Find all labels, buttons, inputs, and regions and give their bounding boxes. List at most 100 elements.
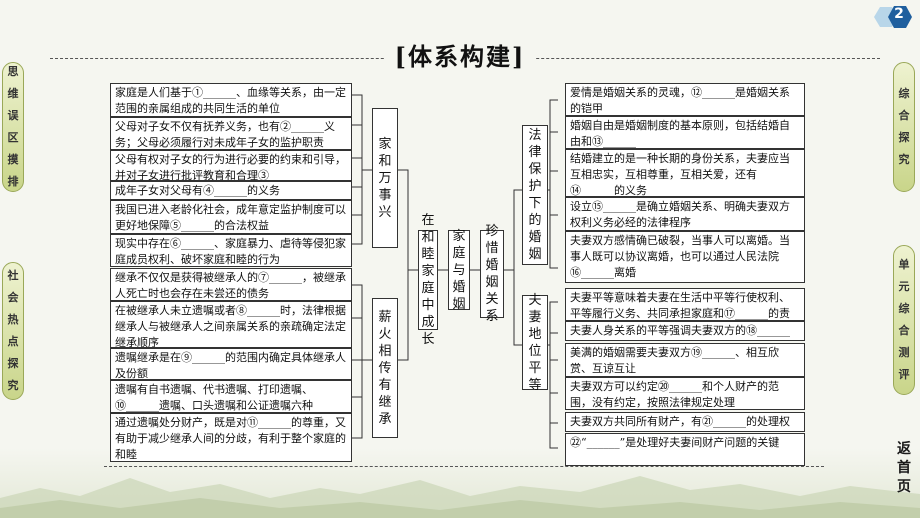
vertical-char: 综 (898, 302, 910, 315)
vertical-char: 婚 (452, 279, 466, 295)
right-box-19: 美满的婚姻需要夫妻双方⑲______、相互欣赏、互谅互让 (565, 343, 805, 377)
vertical-char: 法 (528, 128, 542, 143)
vertical-char: 继 (378, 394, 392, 410)
vertical-char: 测 (898, 346, 910, 359)
vertical-char: 关 (485, 292, 499, 307)
left-box-11: 通过遗嘱处分财产，既是对⑪______的尊重，又有助于减少继承人间的分歧，有利于… (110, 413, 352, 462)
vertical-char: 相 (378, 343, 392, 359)
vertical-char: 家 (378, 136, 392, 152)
vertical-char: 承 (378, 411, 392, 427)
left-box-1: 家庭是人们基于①______、血缘等关系，由一定范围的亲属组成的共同生活的单位 (110, 83, 352, 117)
vertical-char: 排 (7, 175, 19, 188)
vertical-char: 庭 (421, 281, 435, 296)
vertical-char: 平 (528, 360, 542, 376)
vertical-char: 地 (528, 326, 542, 342)
right-box-12: 爱情是婚姻关系的灵魂，⑫______是婚姻关系的铠甲 (565, 83, 805, 116)
vertical-char: 有 (378, 377, 392, 393)
page-badge: 2 (866, 4, 914, 30)
vertical-char: 探 (7, 357, 19, 370)
right-box-16: 夫妻双方感情确已破裂，当事人可以离婚。当事人既可以协议离婚，也可以通过人民法院⑯… (565, 231, 805, 283)
vertical-char: 薪 (378, 309, 392, 325)
vertical-char: 元 (898, 280, 910, 293)
bottom-divider (104, 466, 824, 467)
vertical-char: 区 (7, 131, 19, 144)
vertical-char: 摸 (7, 153, 19, 166)
vertical-char: 护 (528, 179, 542, 194)
left-box-3: 父母有权对子女的行为进行必要的约束和引导，并对子女进行批评教育和合理③_____… (110, 150, 352, 181)
family-marriage-label: 家庭与婚姻 (448, 228, 470, 312)
main-topic-label: 在和睦家庭中成长 (418, 213, 438, 347)
vertical-char: 探 (898, 131, 910, 144)
vertical-char: 位 (528, 343, 542, 359)
right-box-18: 夫妻人身关系的平等强调夫妻双方的⑱______独立 (565, 321, 805, 341)
vertical-char: 合 (898, 324, 910, 337)
right-box-20: 夫妻双方可以约定⑳______和个人财产的范围，没有约定，按照法律规定处理 (565, 377, 805, 410)
vertical-char: 中 (421, 298, 435, 313)
right-box-17: 夫妻平等意味着夫妻在生活中平等行使权利、平等履行义务、共同承担家庭和⑰_____… (565, 288, 805, 321)
left-box-4: 成年子女对父母有④______的义务 (110, 181, 352, 200)
left-box-2: 父母对子女不仅有抚养义务，也有②______义务；父母必须履行对未成年子女的监护… (110, 117, 352, 150)
vertical-char: 家 (421, 264, 435, 279)
left-box-10: 遗嘱有自书遗嘱、代书遗嘱、打印遗嘱、⑩______遗嘱、口头遗嘱和公证遗嘱六种 (110, 380, 352, 413)
vertical-char: 万 (378, 170, 392, 186)
vertical-char: 庭 (452, 245, 466, 261)
vertical-char: 维 (7, 87, 19, 100)
inheritance-label: 薪火相传有继承 (372, 298, 398, 438)
vertical-char: 热 (7, 313, 19, 326)
right-box-14: 结婚建立的是一种长期的身份关系，夫妻应当互相忠实，互相尊重，互相关爱，还有⑭__… (565, 149, 805, 197)
vertical-char: 姻 (452, 296, 466, 312)
vertical-char: 究 (898, 153, 910, 166)
vertical-char: 和 (421, 230, 435, 245)
cherish-marriage-label: 珍惜婚姻关系 (480, 224, 504, 324)
vertical-char: 成 (421, 315, 435, 330)
vertical-char: 家 (452, 228, 466, 244)
left-box-9: 遗嘱继承是在⑨______的范围内确定具体继承人及份额 (110, 348, 352, 380)
vertical-char: 惜 (485, 241, 499, 256)
vertical-char: 夫 (528, 292, 542, 308)
vertical-char: 火 (378, 326, 392, 342)
vertical-char: 合 (898, 109, 910, 122)
mountain-decoration (0, 476, 920, 518)
home-button[interactable]: 返首页 (892, 440, 916, 498)
vertical-char: 婚 (528, 230, 542, 245)
vertical-char: 兴 (378, 204, 392, 220)
vertical-char: 律 (528, 145, 542, 160)
vertical-char: 评 (898, 368, 910, 381)
vertical-char: 思 (7, 65, 19, 78)
vertical-char: 妻 (528, 309, 542, 325)
nav-test-button[interactable]: 单元综合测评 (893, 245, 915, 395)
nav-explore-button[interactable]: 综合探究 (893, 62, 915, 192)
vertical-char: 婚 (485, 258, 499, 273)
vertical-char: 传 (378, 360, 392, 376)
vertical-char: 姻 (485, 275, 499, 290)
vertical-char: 事 (378, 187, 392, 203)
vertical-char: 社 (7, 269, 19, 282)
law-protection-label: 法律保护下的婚姻 (522, 125, 548, 265)
right-box-21: 夫妻双方共同所有财产，有㉑______的处理权 (565, 412, 805, 432)
left-box-6: 现实中存在⑥______、家庭暴力、虐待等侵犯家庭成员权利、破坏家庭和睦的行为 (110, 234, 352, 267)
nav-social-button[interactable]: 社会热点探究 (2, 262, 24, 400)
left-box-7: 继承不仅仅是获得被继承人的⑦______，被继承人死亡时也会存在未尝还的债务 (110, 268, 352, 301)
page-number: 2 (894, 6, 904, 22)
equal-status-label: 夫妻地位平等 (522, 292, 548, 393)
vertical-char: 与 (452, 262, 466, 278)
left-box-5: 我国已进入老龄化社会，成年意定监护制度可以更好地保障⑤______的合法权益 (110, 200, 352, 234)
vertical-char: 单 (898, 258, 910, 271)
vertical-char: 点 (7, 335, 19, 348)
vertical-char: 在 (421, 213, 435, 228)
hexagon-icon (874, 6, 912, 28)
vertical-char: 长 (421, 332, 435, 347)
vertical-char: 会 (7, 291, 19, 304)
vertical-char: 的 (528, 213, 542, 228)
family-harmony-label: 家和万事兴 (372, 108, 398, 248)
section-title: [体系构建] (385, 40, 535, 74)
vertical-char: 睦 (421, 247, 435, 262)
vertical-char: 误 (7, 109, 19, 122)
home-label: 返首页 (897, 441, 911, 495)
nav-ideas-button[interactable]: 思维误区摸排 (2, 62, 24, 192)
vertical-char: 系 (485, 309, 499, 324)
right-box-13: 婚姻自由是婚姻制度的基本原则，包括结婚自由和⑬______ (565, 116, 805, 149)
vertical-char: 和 (378, 153, 392, 169)
vertical-char: 综 (898, 87, 910, 100)
